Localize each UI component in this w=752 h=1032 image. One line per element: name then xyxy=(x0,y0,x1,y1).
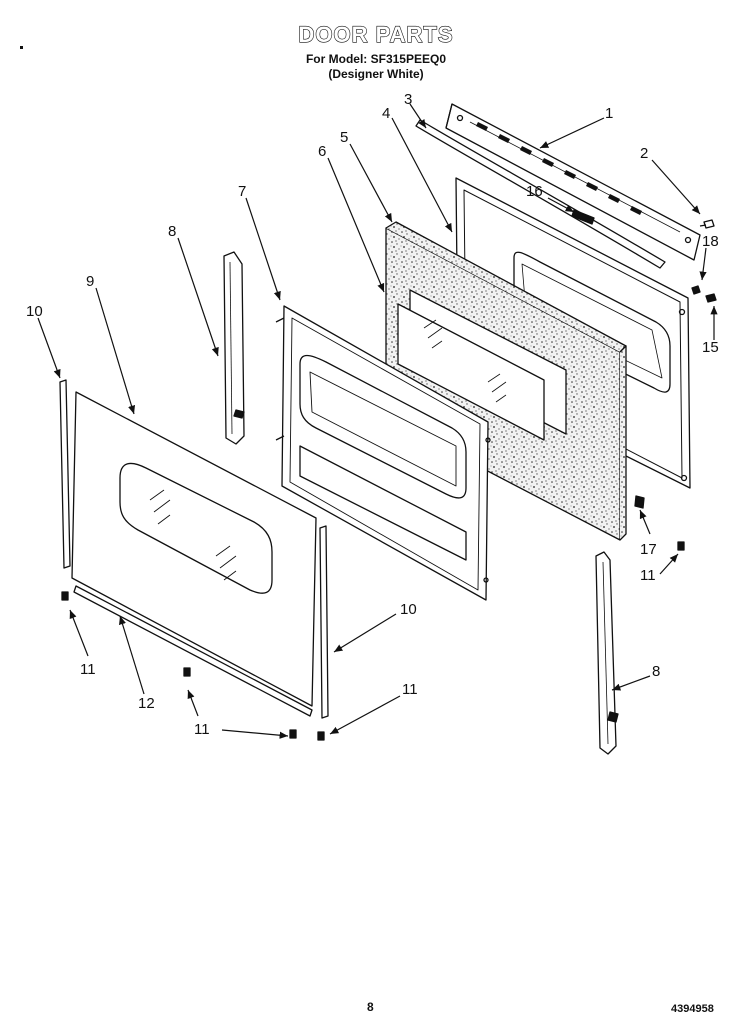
part-bottom-trim xyxy=(73,585,313,717)
callout-17: 17 xyxy=(640,541,657,558)
part-screw-2 xyxy=(699,219,715,229)
callout-7: 7 xyxy=(238,183,246,200)
part-side-trim-left xyxy=(59,379,71,569)
part-screw-11 xyxy=(61,541,685,741)
callout-10-right: 10 xyxy=(400,601,417,618)
callout-8-right: 8 xyxy=(652,663,660,680)
callout-5: 5 xyxy=(340,129,348,146)
part-hinge-channel-right xyxy=(595,551,619,755)
callout-10-left: 10 xyxy=(26,303,43,320)
part-clip-17 xyxy=(634,495,645,509)
leader-lines xyxy=(37,103,718,739)
part-screw-15 xyxy=(705,293,717,303)
callout-2: 2 xyxy=(640,145,648,162)
callout-11-center: 11 xyxy=(402,681,418,698)
callout-18: 18 xyxy=(702,233,719,250)
callout-11-right: 11 xyxy=(640,567,656,584)
callout-8-left: 8 xyxy=(168,223,176,240)
callout-labels: 1 2 3 4 5 6 7 8 8 9 10 10 11 11 11 11 12… xyxy=(26,91,719,738)
page-number: 8 xyxy=(367,1000,374,1014)
callout-9: 9 xyxy=(86,273,94,290)
callout-4: 4 xyxy=(382,105,390,122)
model-line: For Model: SF315PEEQ0 xyxy=(305,52,447,66)
part-screw-18 xyxy=(691,285,701,295)
callout-15: 15 xyxy=(702,339,719,356)
callout-3: 3 xyxy=(404,91,412,108)
part-inner-glass xyxy=(397,303,545,441)
callout-16: 16 xyxy=(526,183,543,200)
part-bracket-16 xyxy=(571,209,595,225)
page-title: DOOR PARTS xyxy=(298,21,454,47)
callout-12: 12 xyxy=(138,695,155,712)
part-door-trim xyxy=(445,103,701,261)
callout-11-bottom: 11 xyxy=(194,721,210,738)
document-code: 4394958 xyxy=(671,1003,714,1015)
part-outer-glass xyxy=(71,391,317,707)
part-hinge-channel-left xyxy=(223,251,245,445)
part-door-strip xyxy=(415,119,666,269)
stray-dot xyxy=(20,46,23,49)
callout-1: 1 xyxy=(605,105,613,122)
variant-line: (Designer White) xyxy=(328,67,424,81)
callout-11-left: 11 xyxy=(80,661,96,678)
part-side-trim-right xyxy=(319,525,329,719)
part-door-liner xyxy=(275,305,491,601)
callout-6: 6 xyxy=(318,143,326,160)
